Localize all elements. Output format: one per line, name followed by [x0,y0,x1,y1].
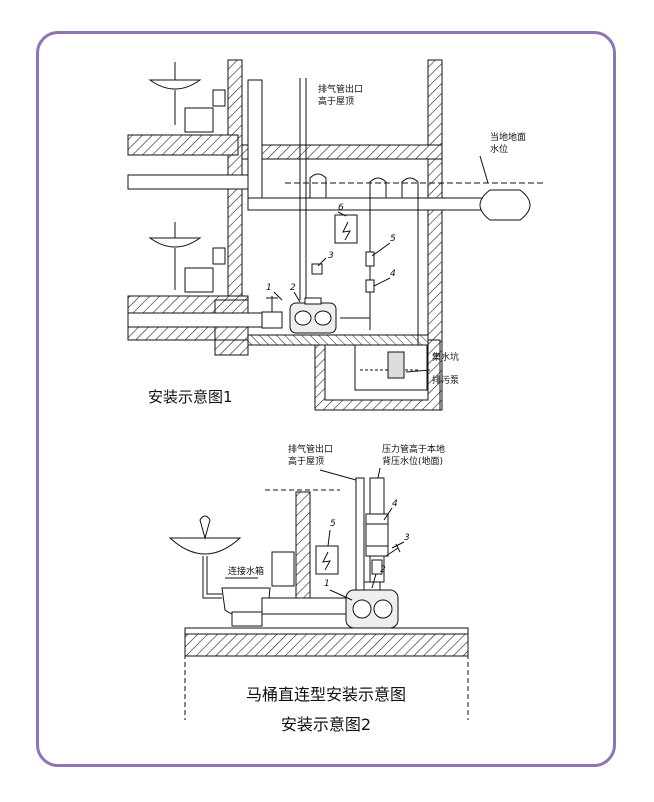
valve-3 [311,263,323,275]
fig1-vent-label-line2: 高于屋顶 [318,95,354,107]
fig1-number-3: 3 [328,251,334,261]
fig1-number-4: 4 [390,269,396,279]
fig2-check-valve [365,523,389,547]
upper-floor-left [127,134,239,156]
fig2-caption: 安装示意图2 [281,715,371,734]
valve-4 [365,279,375,293]
toilet-lower [184,267,214,293]
fig1-ground-label-line1: 当地地面 [490,131,526,143]
drain-pipe-upper [127,174,259,190]
control-box [334,214,358,244]
fig1-pit-label-line2: 排污泵 [432,374,459,386]
fig1-vent-label-line1: 排气管出口 [318,83,363,95]
fig2-cistern [271,551,295,587]
fig2-floor-top [184,627,469,635]
fig1-number-6: 6 [338,203,344,213]
vertical-stack [247,79,263,201]
fig2-control-box [315,545,339,575]
sewage-pump [387,351,405,379]
figure-1 [127,59,545,411]
fig2-number-2: 2 [380,565,386,575]
toilet-upper [184,107,214,133]
main-pump [289,297,337,334]
fig1-ground-label-line2: 水位 [490,143,508,155]
fig2-pressure-label-line1: 压力管高于本地 [382,443,445,455]
sink-lower [148,222,202,290]
discharge-pipe [247,197,499,211]
drain-pipe-lower [127,312,269,328]
fig2-vent-label-line1: 排气管出口 [288,443,333,455]
fig2-tank-label: 连接水箱 [228,565,264,577]
fig1-pit-label-line1: 集水坑 [432,351,459,363]
fig2-vent-label-line2: 高于屋顶 [288,455,324,467]
fig2-title: 马桶直连型安装示意图 [246,685,406,704]
fig2-vent-pipe [355,477,365,591]
fig2-connection-pipe [261,597,353,615]
fig1-number-1: 1 [266,283,272,293]
fig1-number-5: 5 [390,234,396,244]
inlet-valve [261,311,283,329]
figure-2 [168,467,469,720]
fig2-number-3: 3 [404,533,410,543]
fig1-number-2: 2 [290,283,296,293]
ground-water-tank [479,189,531,221]
fig2-sink [168,515,242,555]
fig2-pump [345,581,399,629]
upper-floor-right [241,144,443,160]
foundation-base [214,299,441,411]
fig2-floor [184,633,469,657]
sink-upper [148,62,202,125]
fig1-caption: 安装示意图1 [148,388,233,406]
basement-floor [247,334,429,346]
fig2-number-4: 4 [392,499,398,509]
fig2-number-1: 1 [324,579,330,589]
fig2-pressure-label-line2: 背压水位(地面) [382,455,443,467]
valve-5 [365,251,375,267]
fig2-number-5: 5 [330,519,336,529]
fig2-wall [295,491,311,611]
